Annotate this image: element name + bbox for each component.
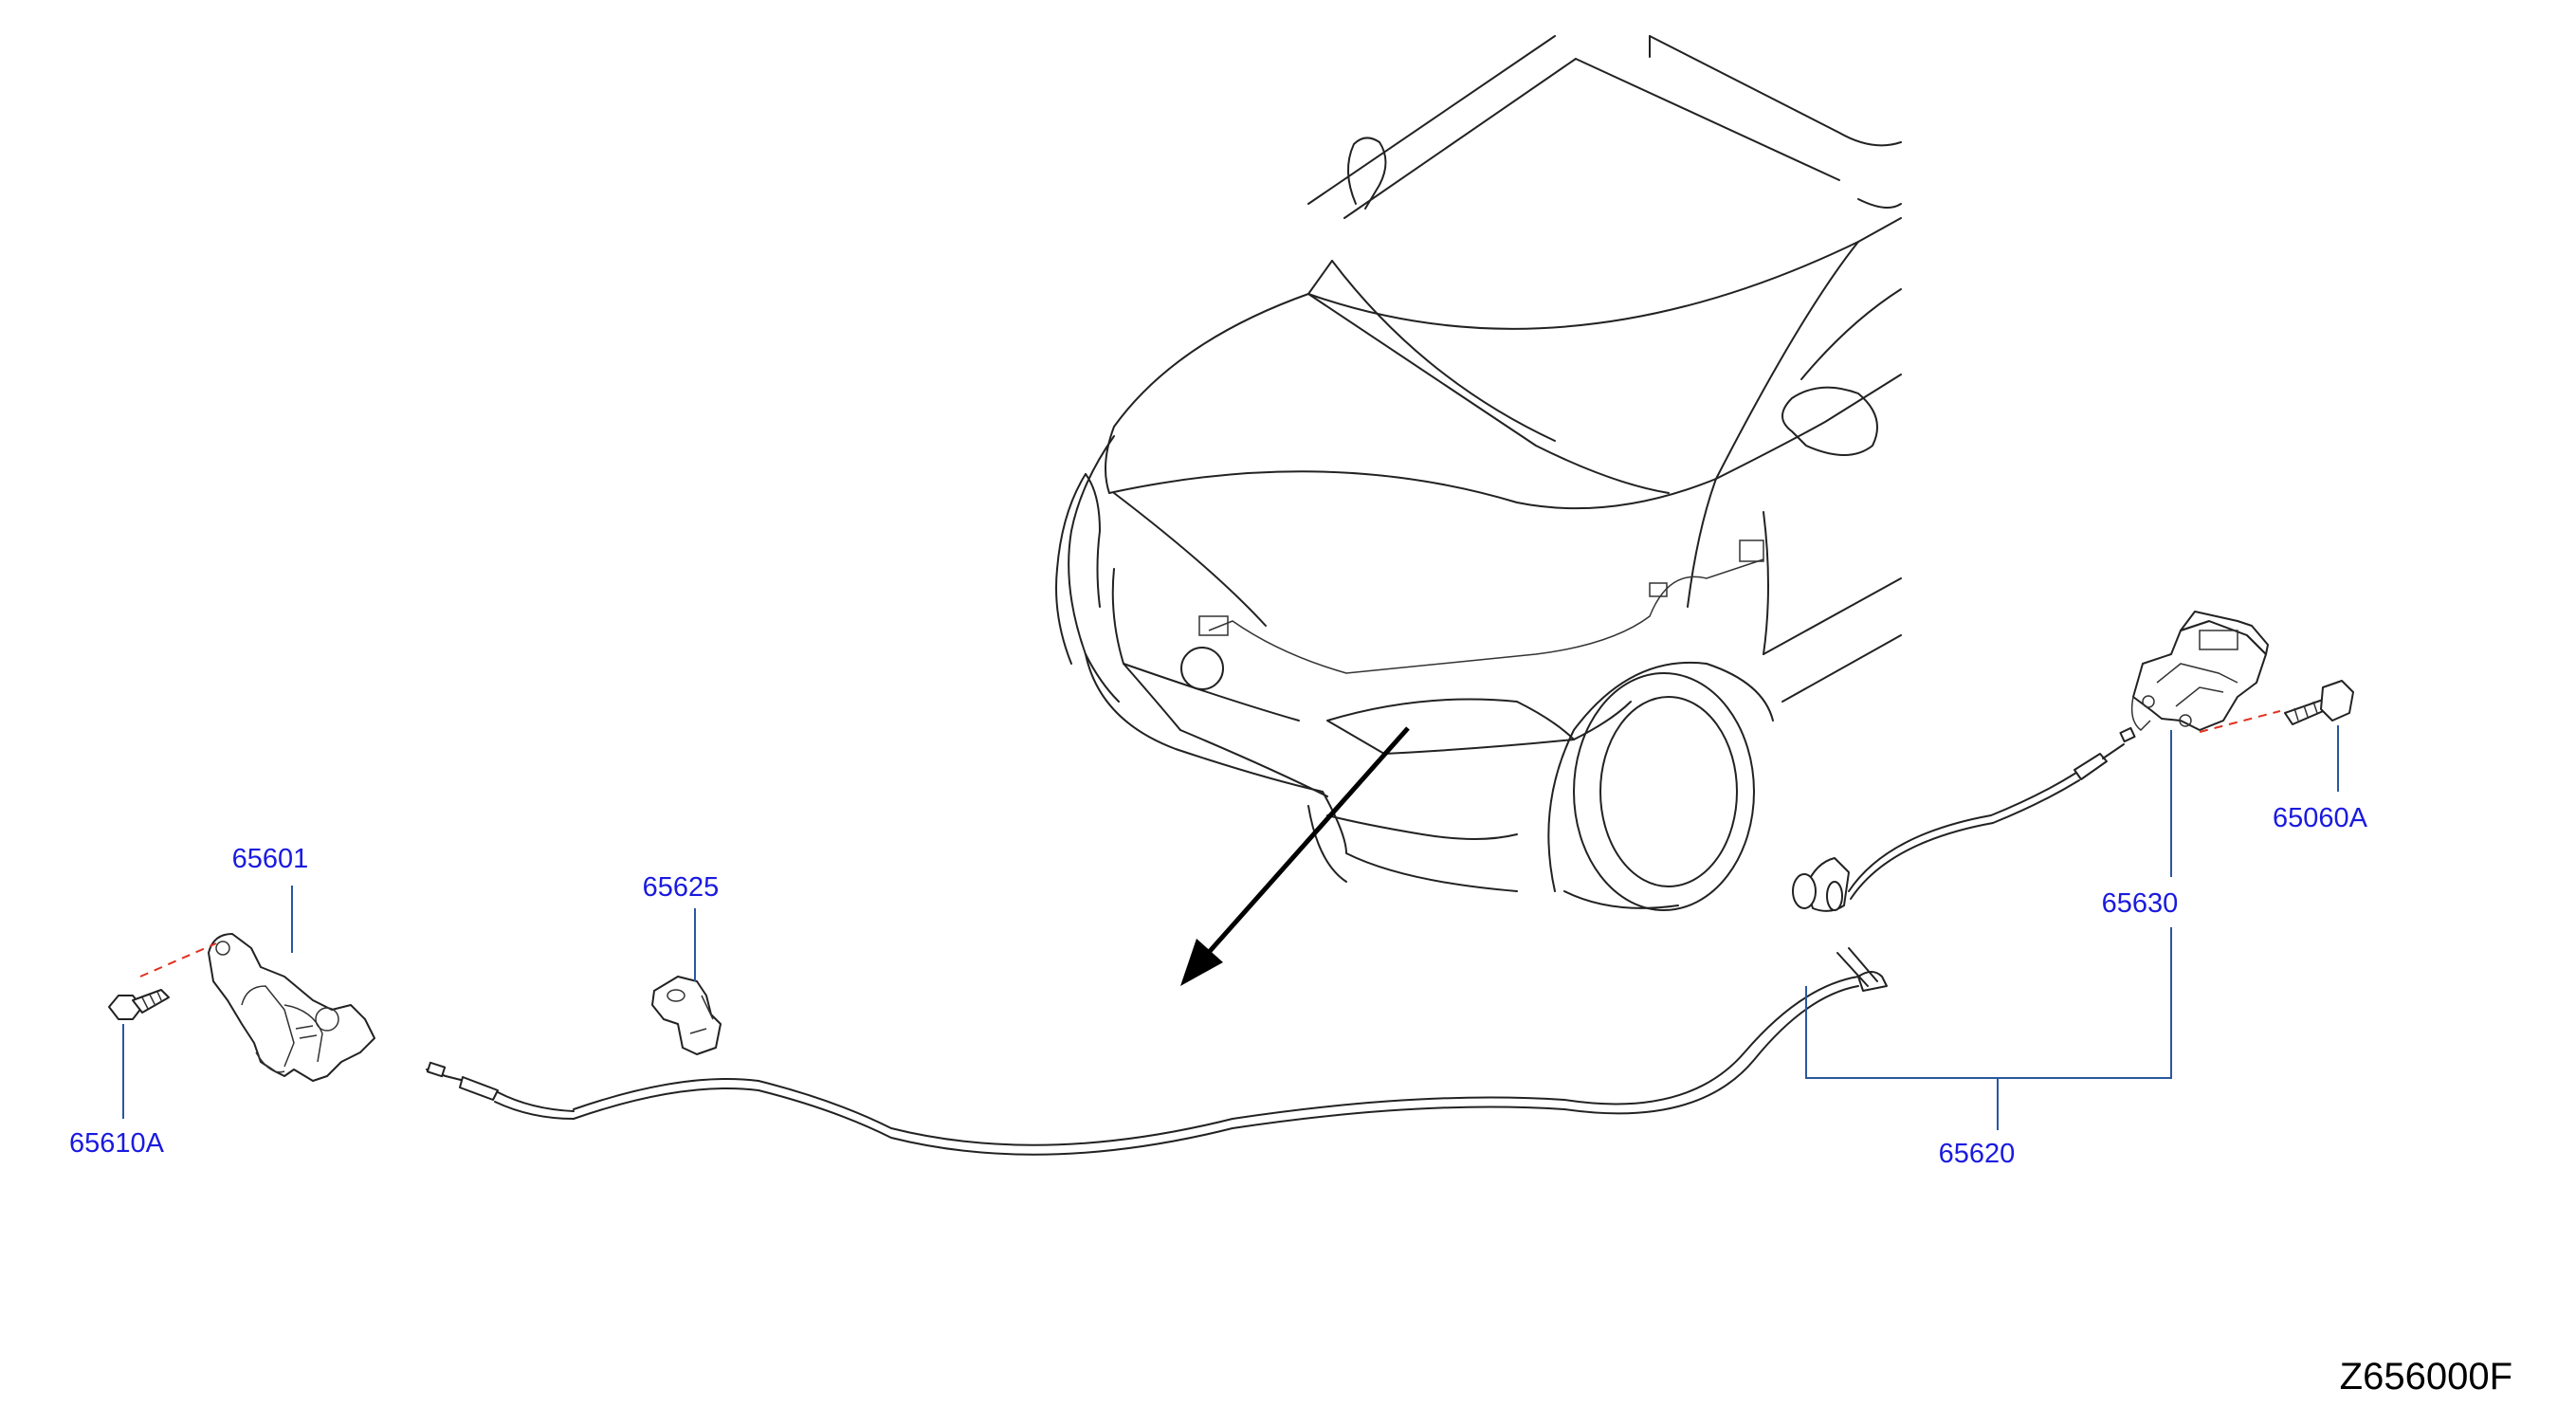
- latch-centerline: [139, 942, 217, 978]
- latch-bolt-part[interactable]: [108, 989, 170, 1020]
- direction-arrow: [1180, 726, 1410, 986]
- release-lever-part[interactable]: [2130, 611, 2269, 731]
- release-cable-part[interactable]: [426, 726, 2136, 1156]
- callout-release-lever[interactable]: 65630: [2102, 888, 2179, 919]
- callout-latch-bolt[interactable]: 65610A: [69, 1128, 165, 1159]
- car-front-illustration: [1055, 35, 1902, 911]
- hood-latch-part[interactable]: [208, 933, 375, 1082]
- callout-cable-assembly[interactable]: 65620: [1939, 1139, 2016, 1169]
- cable-clip-part[interactable]: [651, 976, 722, 1055]
- leader-lines: [122, 725, 2339, 1130]
- callout-clip[interactable]: 65625: [643, 872, 720, 903]
- callout-lever-bolt[interactable]: 65060A: [2273, 803, 2368, 833]
- lever-bolt-part[interactable]: [2284, 680, 2354, 725]
- callout-latch[interactable]: 65601: [232, 844, 309, 874]
- diagram-code: Z656000F: [2340, 1356, 2512, 1398]
